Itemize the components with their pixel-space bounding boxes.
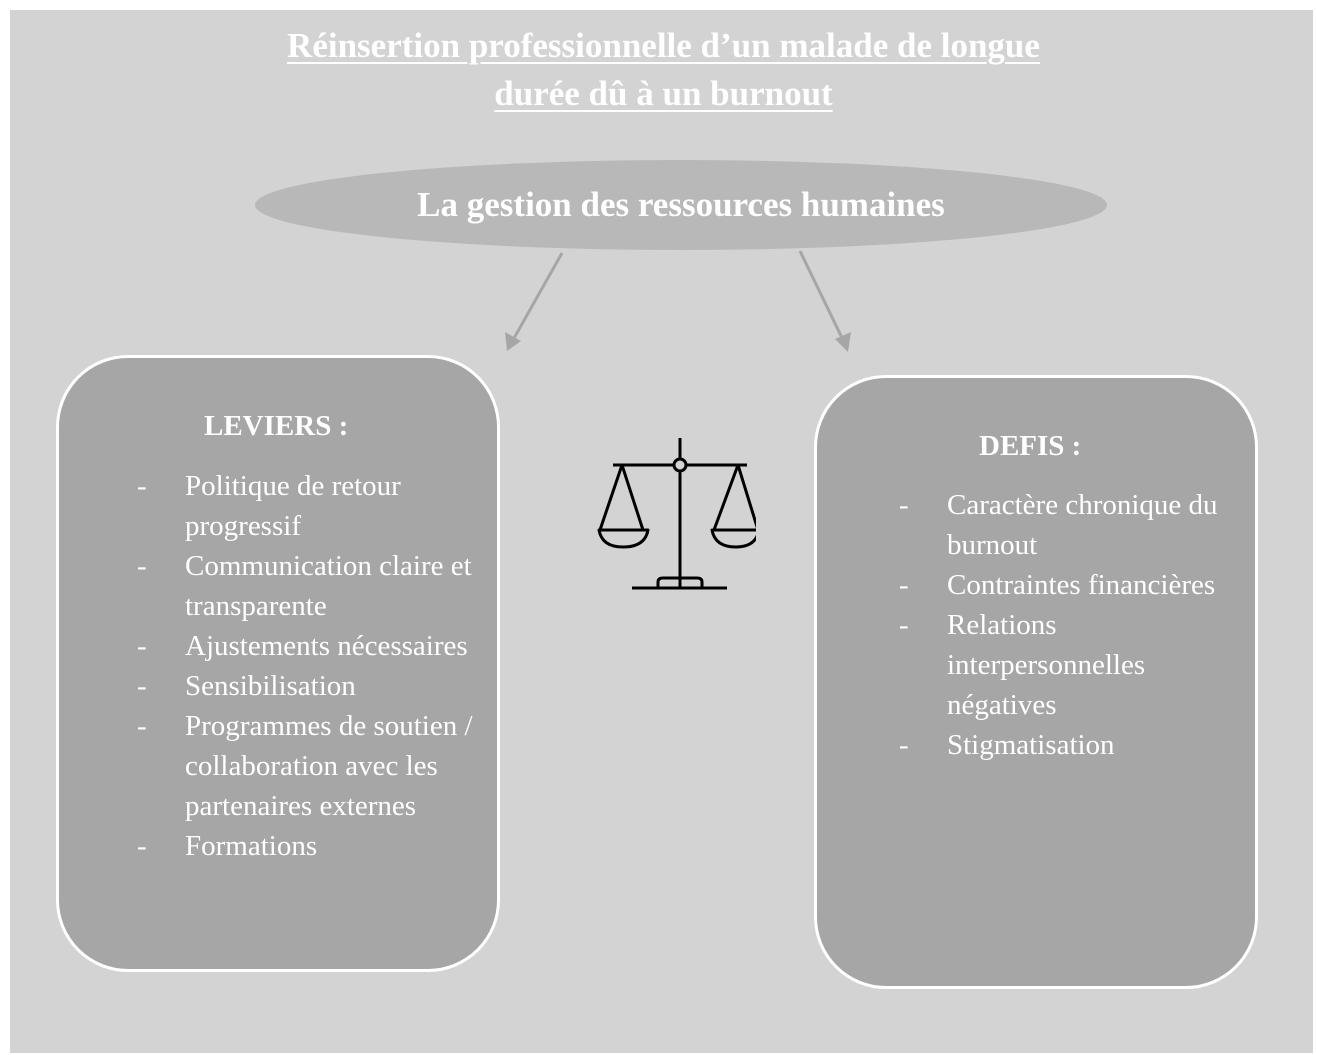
leviers-item-label: Communication claire et transparente — [185, 550, 472, 622]
bullet-dash: - — [899, 569, 909, 601]
title-line-2: durée dû à un burnout — [494, 74, 833, 113]
bullet-dash: - — [137, 670, 147, 702]
bullet-dash: - — [137, 830, 147, 862]
leviers-item: - Ajustements nécessaires — [137, 626, 477, 666]
diagram-canvas: Réinsertion professionnelle d’un malade … — [10, 10, 1313, 1053]
central-topic-ellipse: La gestion des ressources humaines — [255, 160, 1107, 250]
defis-item-label: Caractère chronique du burnout — [947, 489, 1218, 561]
defis-list: - Caractère chronique du burnout - Contrai… — [899, 485, 1239, 765]
bullet-dash: - — [899, 609, 909, 641]
leviers-item: - Sensibilisation — [137, 666, 477, 706]
bullet-dash: - — [137, 470, 147, 502]
defis-item: - Contraintes financières — [899, 565, 1239, 605]
defis-box: DEFIS : - Caractère chronique du burnout … — [814, 375, 1258, 989]
defis-item-label: Contraintes financières — [947, 569, 1216, 601]
defis-item-label: Relations interpersonnelles négatives — [947, 609, 1146, 721]
defis-item: - Stigmatisation — [899, 725, 1239, 765]
defis-item-label: Stigmatisation — [947, 729, 1115, 761]
leviers-item-label: Sensibilisation — [185, 670, 356, 702]
leviers-item: - Formations — [137, 826, 477, 866]
leviers-item: - Politique de retour progressif — [137, 466, 477, 546]
arrow-to-defis — [798, 250, 851, 352]
leviers-item-label: Politique de retour progressif — [185, 470, 401, 542]
bullet-dash: - — [137, 710, 147, 742]
leviers-box: LEVIERS : - Politique de retour progressi… — [56, 355, 500, 972]
central-topic-label: La gestion des ressources humaines — [417, 185, 945, 224]
defis-item: - Caractère chronique du burnout — [899, 485, 1239, 565]
bullet-dash: - — [899, 489, 909, 521]
leviers-item-label: Formations — [185, 830, 318, 862]
leviers-item: - Communication claire et transparente — [137, 546, 477, 626]
leviers-list: - Politique de retour progressif - Communi… — [137, 466, 477, 866]
leviers-item-label: Ajustements nécessaires — [185, 630, 468, 662]
bullet-dash: - — [137, 550, 147, 582]
leviers-item-label: Programmes de soutien / collaboration av… — [185, 710, 473, 822]
bullet-dash: - — [137, 630, 147, 662]
leviers-heading: LEVIERS : — [204, 410, 349, 442]
defis-heading: DEFIS : — [979, 430, 1082, 462]
balance-scale-icon — [597, 438, 756, 590]
title-line-1: Réinsertion professionnelle d’un malade … — [287, 26, 1040, 65]
leviers-item: - Programmes de soutien / collaboration a… — [137, 706, 477, 826]
defis-item: - Relations interpersonnelles négatives — [899, 605, 1239, 725]
diagram-title: Réinsertion professionnelle d’un malade … — [0, 22, 1317, 118]
bullet-dash: - — [899, 729, 909, 761]
arrow-to-leviers — [505, 252, 564, 351]
